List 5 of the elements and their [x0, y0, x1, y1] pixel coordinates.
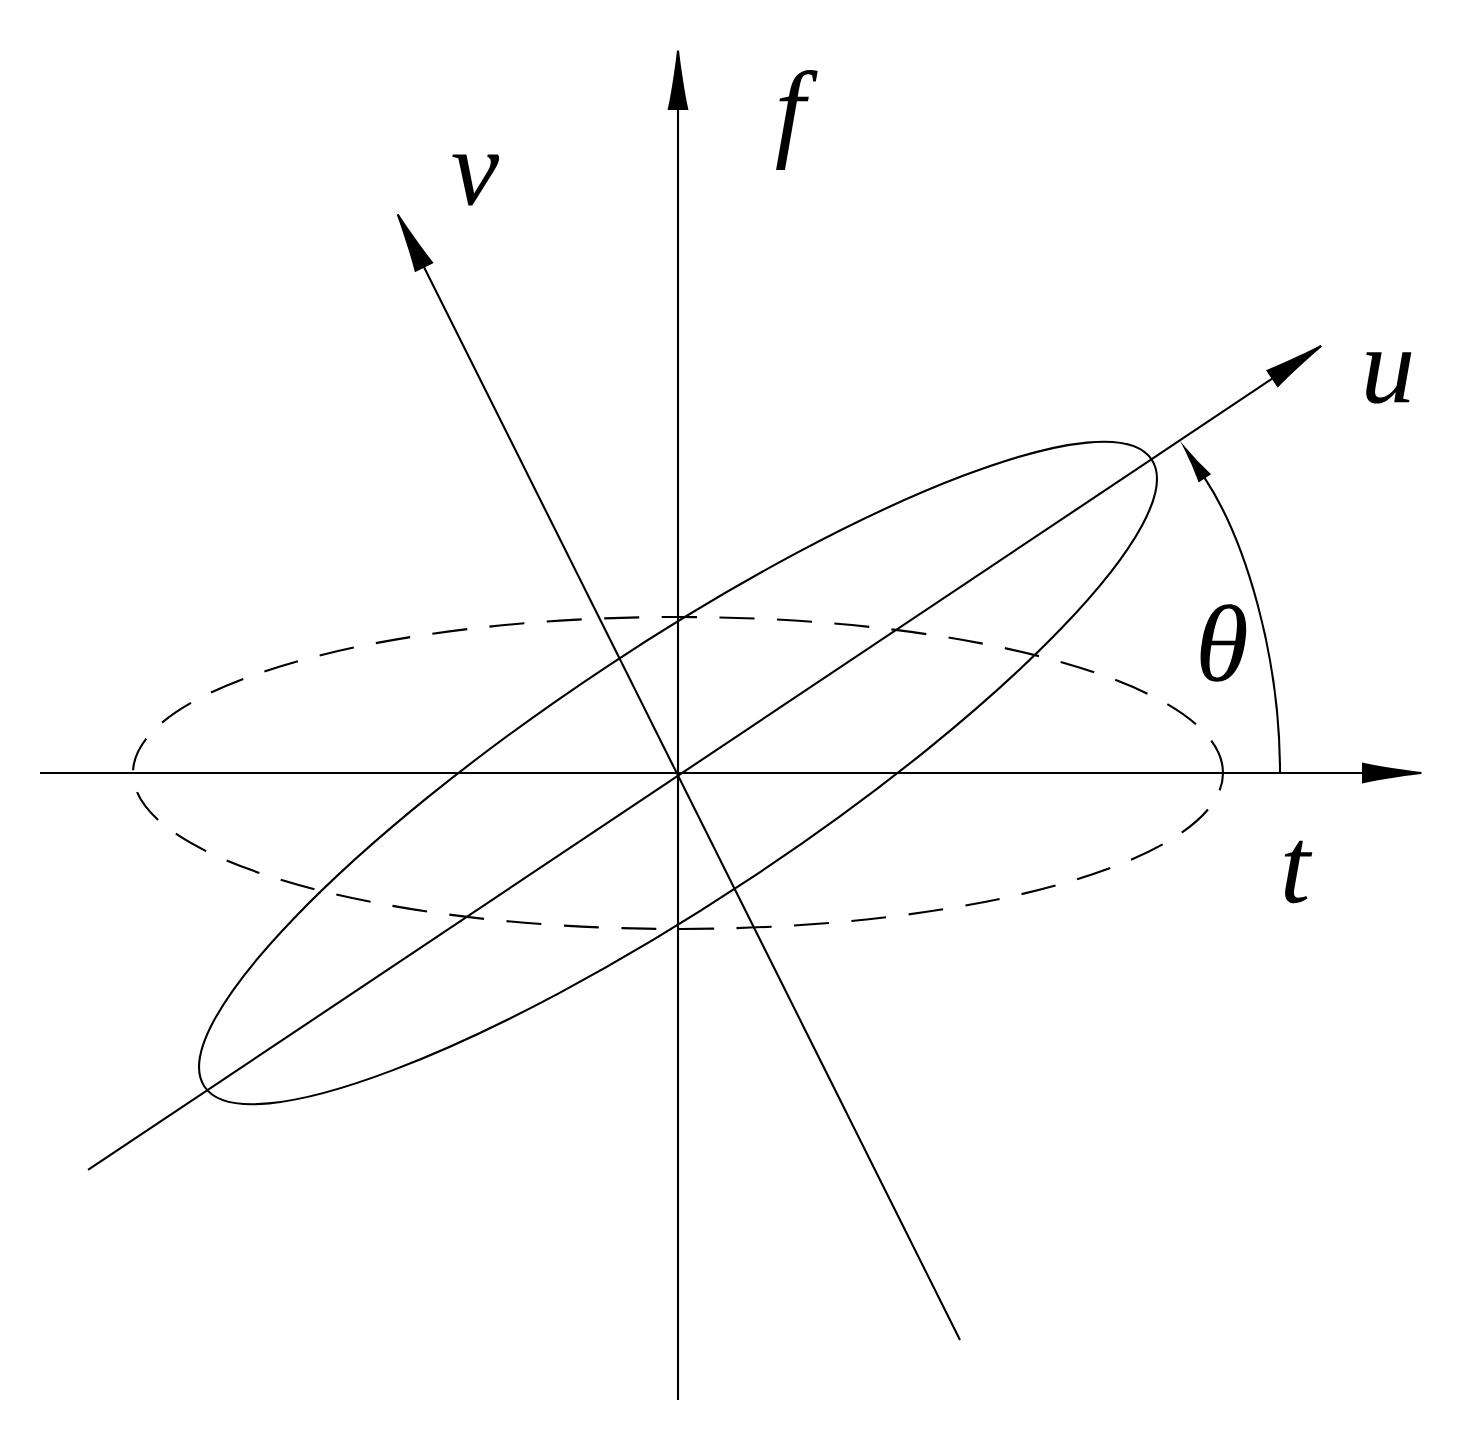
angle-label: θ: [1200, 604, 1247, 682]
axis-label: v: [452, 154, 500, 206]
axis-label: u: [1366, 352, 1412, 404]
axis-label: t: [1284, 840, 1313, 904]
axis-label: f: [776, 70, 818, 170]
